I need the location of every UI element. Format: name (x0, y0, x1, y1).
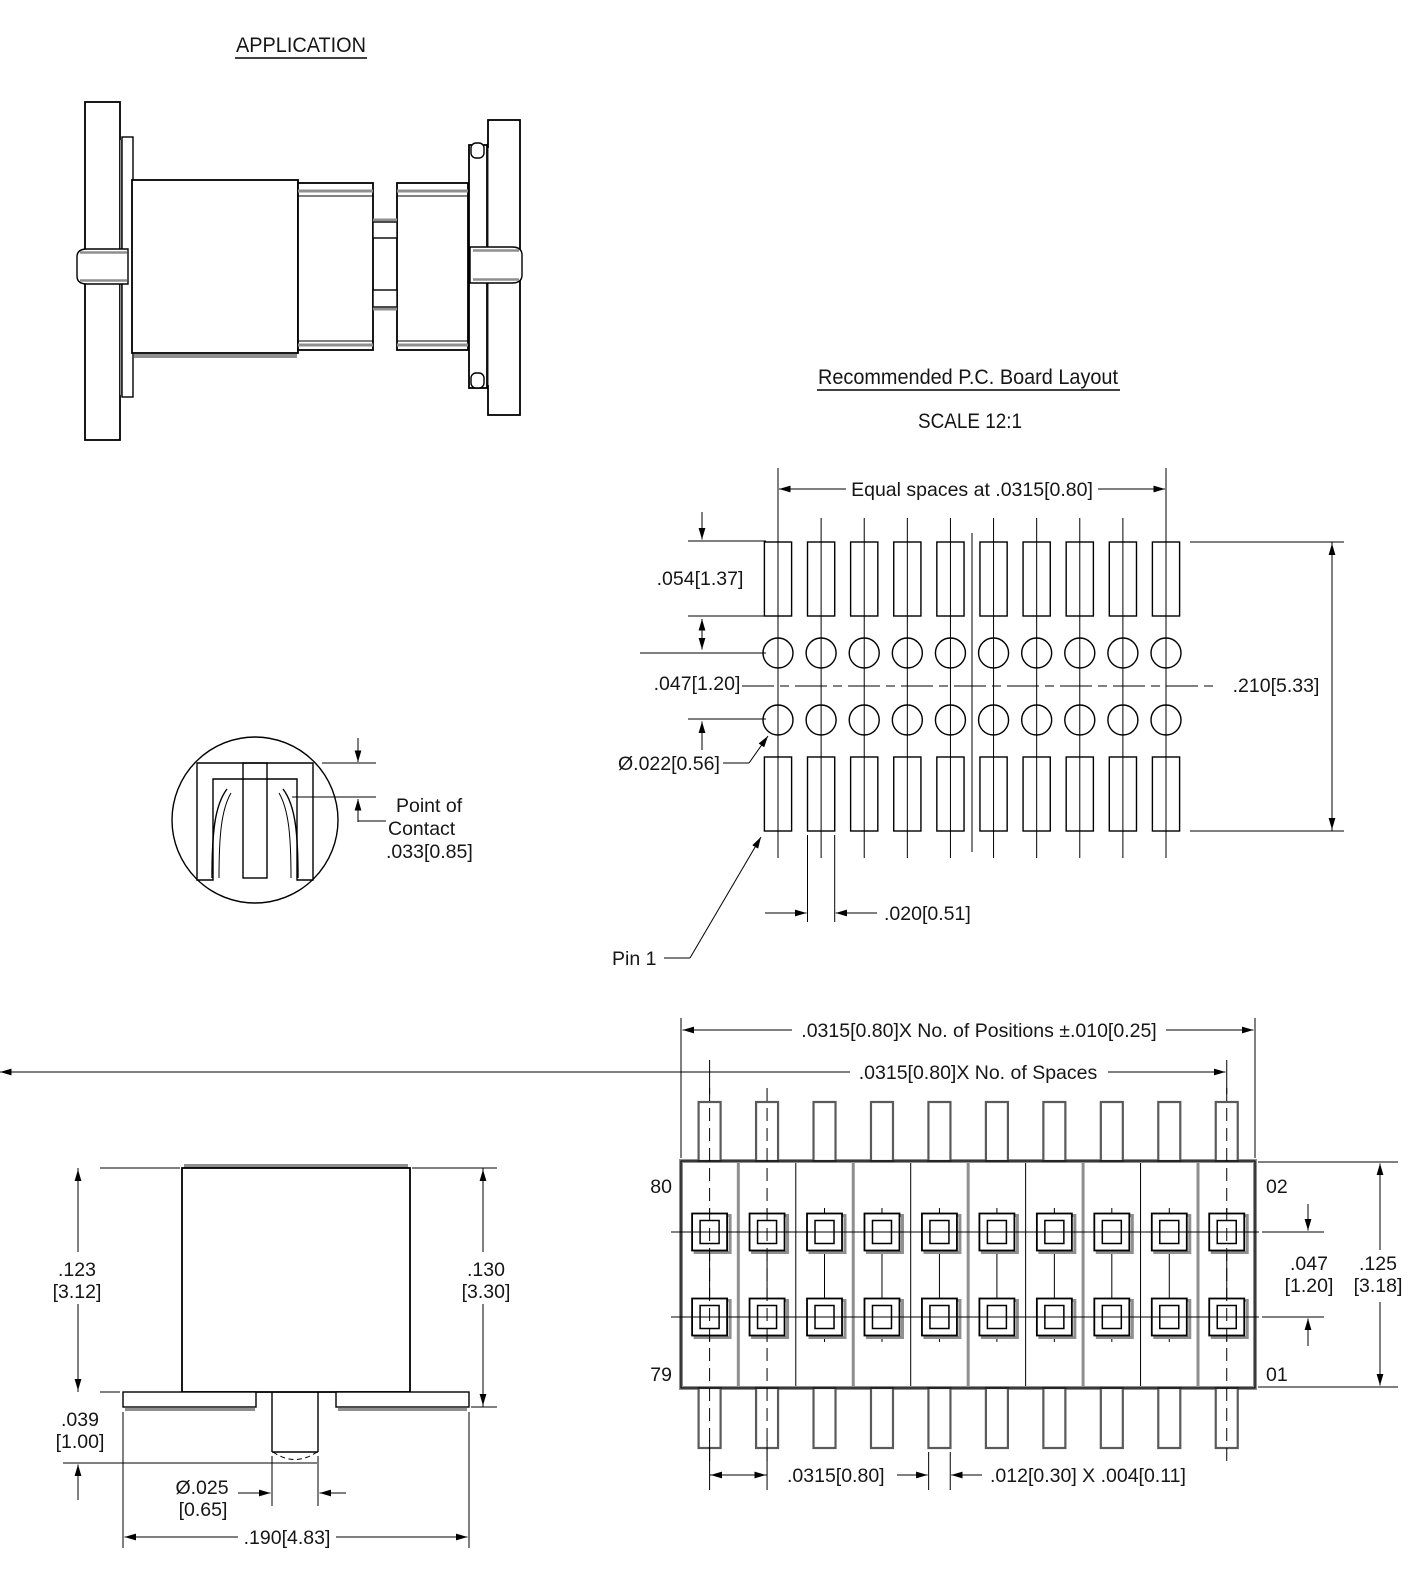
through-pin-left (76, 248, 129, 285)
contact-pin-section (242, 762, 268, 879)
pcb-layout-dimensions: Equal spaces at .0315[0.80] .054[1.37] .… (612, 468, 1344, 970)
dim-row-pitch-in: .047 (1290, 1253, 1328, 1275)
dim-pitch: .0315[0.80] (787, 1465, 885, 1487)
contact-beams (211, 788, 299, 879)
dim-height-right-mm: [3.30] (462, 1281, 511, 1303)
dim-spaces: .0315[0.80]X No. of Spaces (859, 1062, 1098, 1084)
flange-left (122, 1391, 257, 1408)
front-body-outline (680, 1160, 1256, 1389)
dim-positions: .0315[0.80]X No. of Positions ±.010[0.25… (801, 1020, 1156, 1042)
front-view: .0315[0.80]X No. of Positions ±.010[0.25… (0, 1018, 1402, 1490)
dim-equal-spaces: Equal spaces at .0315[0.80] (851, 479, 1093, 501)
front-row-centerlines (671, 1231, 1259, 1318)
application-title: APPLICATION (236, 34, 366, 57)
point-of-contact-line1: Point of (396, 795, 463, 817)
pcb-layout-title: Recommended P.C. Board Layout (818, 366, 1118, 389)
detail-circle (171, 736, 339, 904)
contact-detail-dimension: Point of Contact .033[0.85] (292, 738, 473, 863)
dim-row-pitch-mm: [1.20] (1285, 1275, 1334, 1297)
dim-height-right-in: .130 (467, 1259, 505, 1281)
dim-pin-size: .012[0.30] X .004[0.11] (990, 1465, 1186, 1487)
point-of-contact-line2: Contact (388, 818, 456, 840)
connector-left-assembly (121, 136, 374, 398)
dim-pad-width: .020[0.51] (884, 903, 971, 925)
dim-overall-height: .210[5.33] (1233, 675, 1320, 697)
solder-pin (271, 1392, 319, 1460)
dim-row-pitch: .047[1.20] (654, 673, 741, 695)
pcb-layout-scale: SCALE 12:1 (918, 410, 1022, 433)
dim-hole-dia: Ø.022[0.56] (618, 753, 720, 775)
point-of-contact-line3: .033[0.85] (386, 841, 473, 863)
connector-right-assembly (396, 142, 488, 389)
dim-pin-dia-mm: [0.65] (179, 1499, 228, 1521)
pcb-pad-columns (742, 517, 1215, 859)
pin-label-80: 80 (650, 1176, 672, 1198)
dim-height-left-mm: [3.12] (53, 1281, 102, 1303)
pin-label-79: 79 (650, 1364, 672, 1386)
side-view: .123 [3.12] .130 [3.30] .039 [1.00] Ø.02… (53, 1164, 511, 1549)
dim-tail-in: .039 (61, 1409, 99, 1431)
connector-body (181, 1167, 411, 1393)
pin-label-02: 02 (1266, 1176, 1288, 1198)
front-column-dividers (736, 1163, 1200, 1386)
dim-overall-width: .190[4.83] (244, 1527, 331, 1549)
application-view: APPLICATION (76, 34, 523, 441)
dim-height-left-in: .123 (58, 1259, 96, 1281)
front-dashed-centerlines (709, 1088, 1228, 1462)
dim-tail-mm: [1.00] (56, 1431, 105, 1453)
contact-detail-view: Point of Contact .033[0.85] (171, 736, 473, 904)
pin-label-01: 01 (1266, 1364, 1288, 1386)
front-view-dimensions: .0315[0.80]X No. of Positions ±.010[0.25… (0, 1018, 1402, 1490)
through-pin-right (469, 246, 523, 284)
dim-pad-height: .054[1.37] (657, 568, 744, 590)
pin1-label: Pin 1 (612, 948, 656, 970)
side-view-dimensions: .123 [3.12] .130 [3.30] .039 [1.00] Ø.02… (53, 1167, 511, 1549)
dim-pin-dia-in: Ø.025 (175, 1477, 228, 1499)
dim-height-in: .125 (1359, 1253, 1397, 1275)
mating-interface-tabs (372, 218, 398, 311)
dim-height-mm: [3.18] (1354, 1275, 1403, 1297)
pcb-layout-view: Recommended P.C. Board Layout SCALE 12:1… (612, 366, 1344, 970)
flange-right (335, 1391, 470, 1408)
